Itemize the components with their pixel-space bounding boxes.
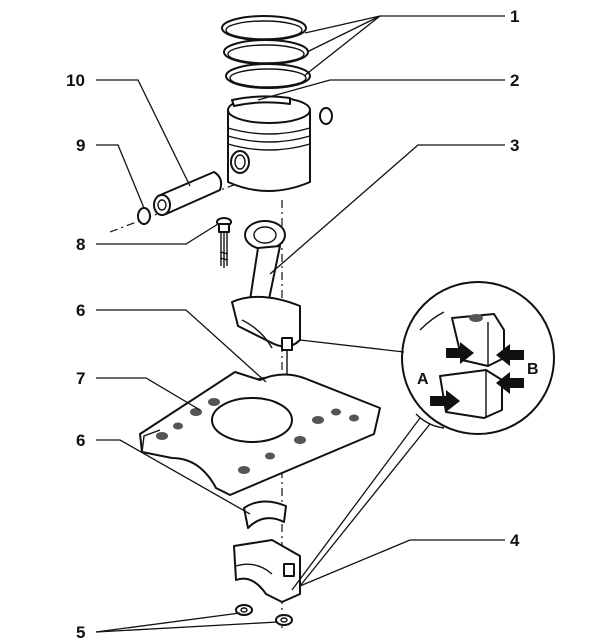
arrow-a-lower-icon xyxy=(430,390,460,412)
arrow-a-upper-icon xyxy=(446,342,474,364)
piston xyxy=(227,95,311,192)
circlip-right xyxy=(319,107,333,125)
callout-1: 1 xyxy=(510,7,519,26)
bearing-cap xyxy=(233,539,301,603)
lower-bearing-shell xyxy=(243,500,287,529)
callout-leaders xyxy=(95,15,505,633)
callout-8: 8 xyxy=(76,235,85,254)
callout-numbers: 1 2 3 4 5 6 7 6 8 9 10 xyxy=(66,7,520,642)
piston-rings xyxy=(221,15,311,89)
bearing-ladder-frame xyxy=(139,371,381,496)
detail-magnified-view: A B xyxy=(401,281,555,435)
callout-10: 10 xyxy=(66,71,85,90)
callout-3: 3 xyxy=(510,136,519,155)
callout-6-lower: 6 xyxy=(76,431,85,450)
arrow-b-lower-icon xyxy=(496,372,524,394)
callout-5: 5 xyxy=(76,623,85,642)
detail-label-b: B xyxy=(527,361,539,378)
callout-2: 2 xyxy=(510,71,519,90)
cap-nuts xyxy=(235,604,293,626)
piston-pin xyxy=(153,171,223,216)
detail-leader-lines xyxy=(291,339,431,591)
detail-label-a: A xyxy=(417,371,429,388)
callout-7: 7 xyxy=(76,369,85,388)
con-rod-bolt xyxy=(216,217,232,268)
callout-4: 4 xyxy=(510,531,520,550)
connecting-rod xyxy=(231,220,301,378)
callout-6-upper: 6 xyxy=(76,301,85,320)
callout-9: 9 xyxy=(76,136,85,155)
arrow-b-upper-icon xyxy=(496,344,524,366)
circlip-left xyxy=(137,207,151,225)
